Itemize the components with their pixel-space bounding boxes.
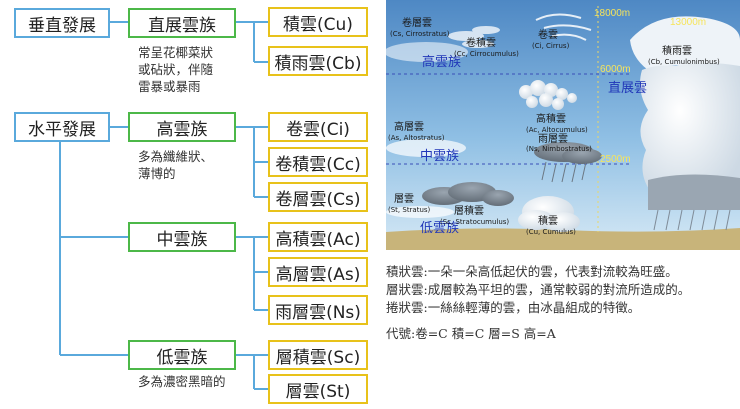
label-cs-name: 卷層雲: [402, 16, 432, 29]
label-ac-name: 高積雲: [536, 112, 566, 125]
altitude-label-13000: 13000m: [670, 17, 706, 28]
cloud-type-nimbostratus: 雨層雲(Ns): [268, 295, 368, 325]
label-as-name: 高層雲: [394, 120, 424, 133]
stratocumulus-cloud: [422, 182, 514, 206]
cumuliform-note: 常呈花椰菜狀或砧狀，伴隨雷暴或暴雨: [138, 45, 214, 94]
cloud-type-cirrocumulus: 卷積雲(Cc): [268, 147, 368, 177]
altitude-label-18000: 18000m: [594, 8, 630, 19]
label-cs-latin: (Cs, Cirrostratus): [390, 30, 450, 38]
tree-connectors: [59, 21, 268, 390]
altitude-label-2500: 2500m: [600, 154, 631, 165]
label-cc-name: 卷積雲: [466, 36, 496, 49]
middle-cloud-family-box: 中雲族: [128, 222, 236, 252]
label-ns-latin: (Ns, Nimbostratus): [526, 145, 592, 153]
zone-label-middle: 中雲族: [420, 148, 459, 164]
cloud-type-altostratus: 高層雲(As): [268, 257, 368, 287]
altocumulus-cloud: [519, 80, 577, 110]
label-cc-latin: (Cc, Cirrocumulus): [454, 50, 519, 58]
cloud-type-cumulus: 積雲(Cu): [268, 7, 368, 37]
label-ci-name: 卷雲: [538, 28, 558, 41]
vertical-development-box: 垂直發展: [14, 8, 110, 38]
cloud-type-stratocumulus: 層積雲(Sc): [268, 340, 368, 370]
label-sc-latin: (Sc, Stratocumulus): [440, 218, 509, 226]
cumulus-cloud: [518, 196, 580, 232]
cloud-type-stratus: 層雲(St): [268, 374, 368, 404]
cirrostratus-cloud: [386, 42, 468, 62]
zone-label-high: 高雲族: [422, 54, 461, 70]
label-cb-name: 積雨雲: [662, 44, 692, 57]
label-sc-name: 層積雲: [454, 204, 484, 217]
label-ac-latin: (Ac, Altocumulus): [526, 126, 588, 134]
zone-label-low: 低雲族: [420, 220, 459, 236]
ground: [386, 228, 740, 250]
legend-codes: 代號:卷=C 積=C 層=S 高=A: [386, 326, 556, 341]
cloud-type-altocumulus: 高積雲(Ac): [268, 222, 368, 252]
horizontal-development-box: 水平發展: [14, 112, 110, 142]
label-cu-name: 積雲: [538, 214, 558, 227]
high-cloud-note: 多為纖維狀、薄博的: [138, 149, 214, 181]
label-as-latin: (As, Altostratus): [388, 134, 445, 142]
cumuliform-family-box: 直展雲族: [128, 8, 236, 38]
altitude-label-6000: 6000m: [600, 64, 631, 75]
label-st-latin: (St, Stratus): [388, 206, 431, 214]
high-cloud-family-box: 高雲族: [128, 112, 236, 142]
cloud-type-cirrostratus: 卷層雲(Cs): [268, 182, 368, 212]
low-cloud-family-box: 低雲族: [128, 340, 236, 370]
cloud-altitude-illustration: 18000m 13000m 6000m 2500m 高雲族 中雲族 低雲族 直展…: [386, 0, 740, 250]
legend-stratiform: 層狀雲:成層較為平坦的雲，通常較弱的對流所造成的。: [386, 282, 691, 297]
nimbostratus-cloud: [534, 142, 602, 183]
cumulonimbus-cloud: [630, 16, 740, 231]
legend-cumuliform: 積狀雲:一朵一朵高低起伏的雲，代表對流較為旺盛。: [386, 264, 678, 279]
zone-label-vertical: 直展雲: [608, 81, 647, 96]
altostratus-cloud: [386, 139, 466, 157]
stratus-cloud: [386, 206, 454, 218]
cirrocumulus-cloud: [448, 26, 500, 48]
cloud-type-cumulonimbus: 積雨雲(Cb): [268, 46, 368, 76]
cloud-type-cirrus: 卷雲(Ci): [268, 112, 368, 142]
label-ci-latin: (Ci, Cirrus): [532, 42, 570, 50]
legend-cirriform: 捲狀雲:一絲絲輕薄的雲，由冰晶組成的特徵。: [386, 300, 641, 315]
label-st-name: 層雲: [394, 193, 414, 205]
label-ns-name: 雨層雲: [538, 133, 568, 145]
label-cb-latin: (Cb, Cumulonimbus): [648, 58, 720, 66]
cirrus-cloud: [535, 13, 592, 41]
low-cloud-note: 多為濃密黑暗的: [138, 374, 226, 389]
label-cu-latin: (Cu, Cumulus): [526, 228, 576, 236]
